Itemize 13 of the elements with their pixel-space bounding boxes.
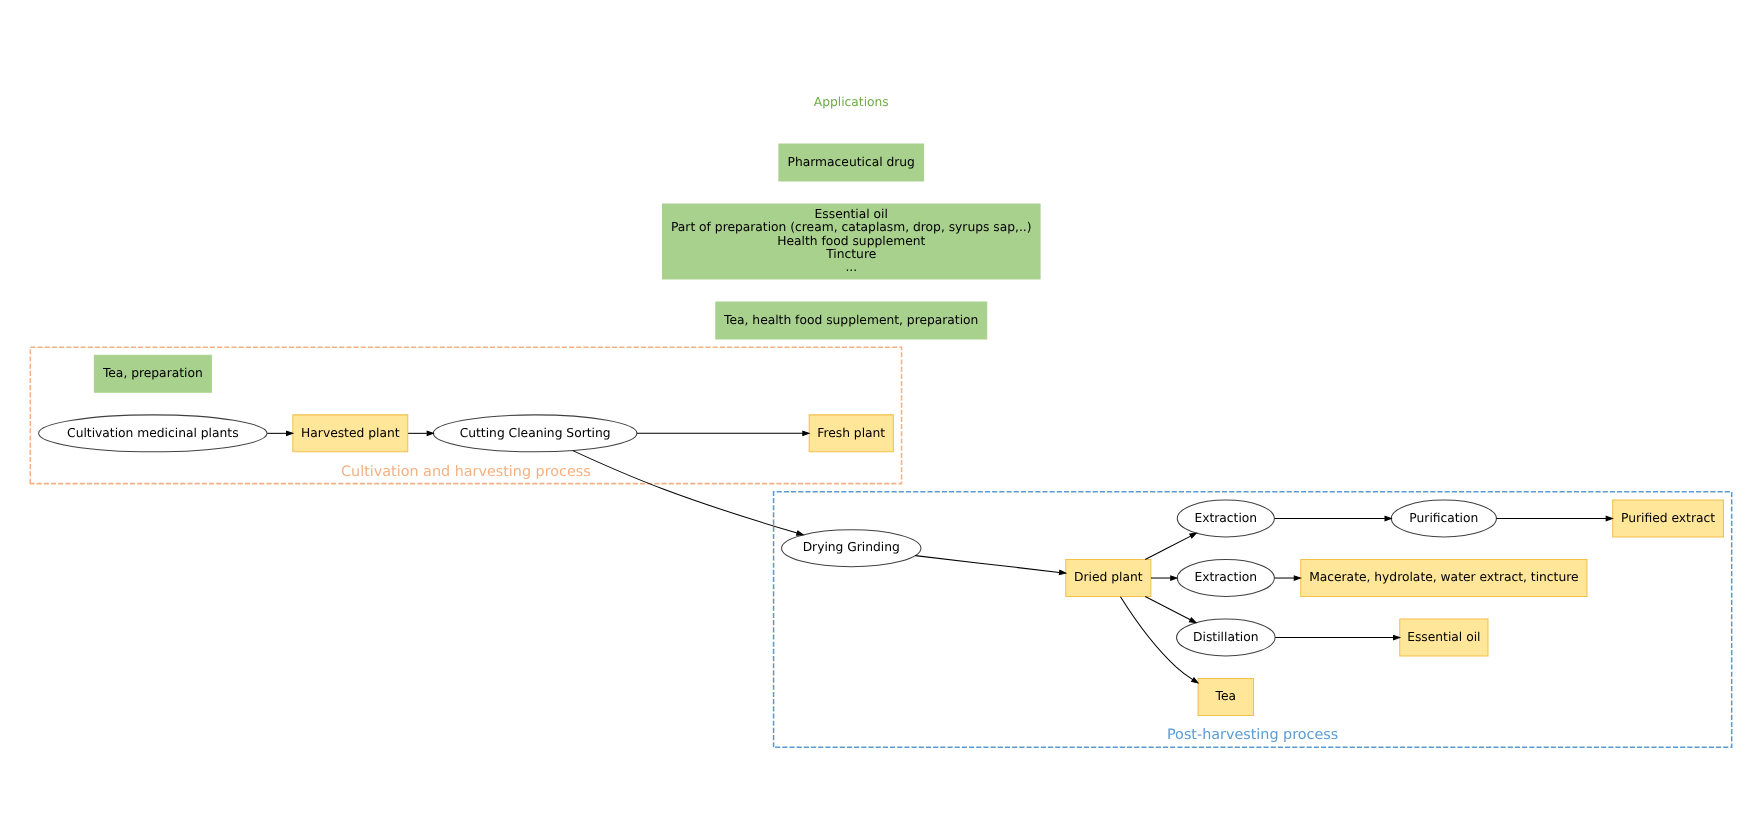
arrow xyxy=(406,430,434,437)
arrow xyxy=(1273,634,1401,641)
arrow xyxy=(1143,532,1197,561)
arrow xyxy=(1494,515,1613,522)
arrow xyxy=(635,430,810,437)
arrow xyxy=(1273,515,1392,522)
arrow xyxy=(571,450,804,536)
arrow xyxy=(1149,575,1178,581)
arrow xyxy=(1118,596,1199,684)
arrow xyxy=(1143,596,1197,624)
arrow xyxy=(265,430,294,437)
arrow xyxy=(1273,575,1301,581)
arrow xyxy=(913,555,1067,576)
